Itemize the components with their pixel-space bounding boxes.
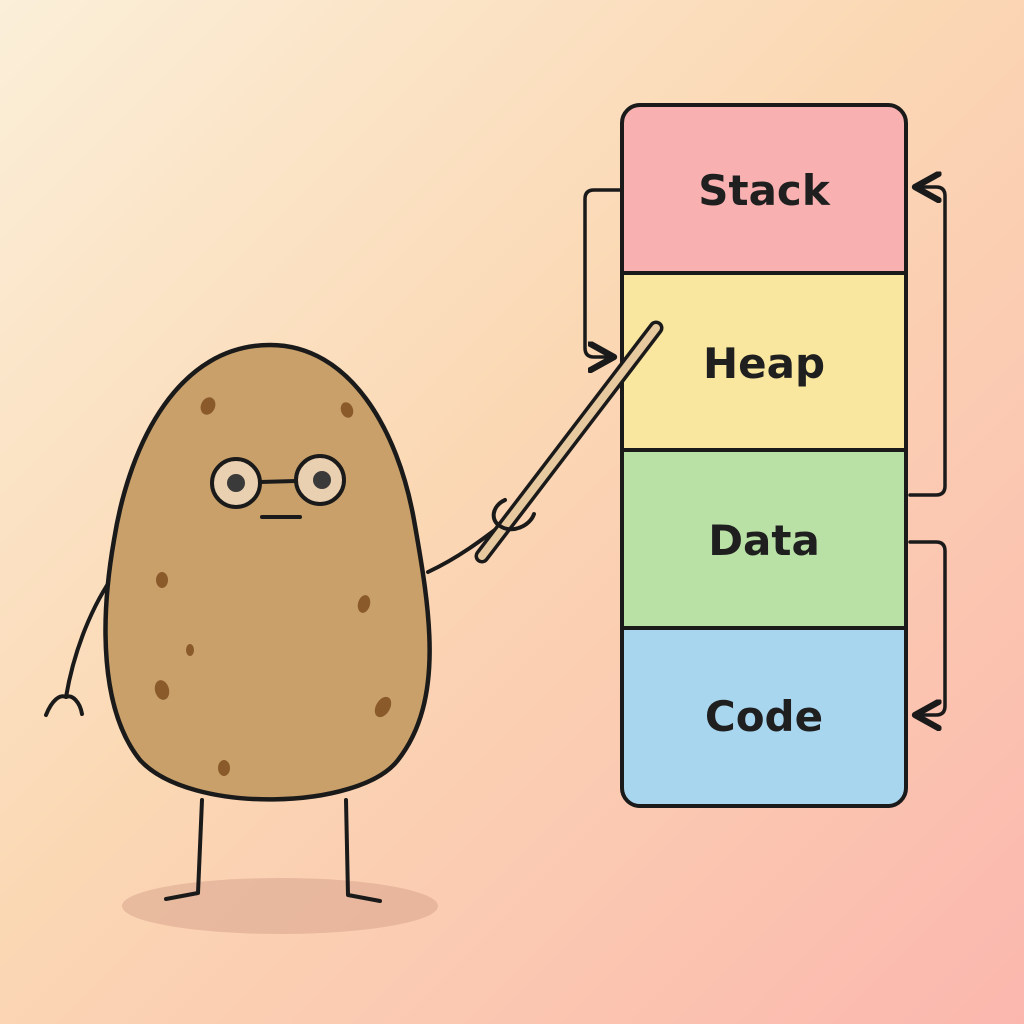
segment-label-heap: Heap <box>703 339 825 388</box>
segment-code <box>622 628 906 806</box>
segment-label-stack: Stack <box>698 166 831 215</box>
code-corner-fill <box>622 628 906 658</box>
segment-data <box>622 450 906 628</box>
left-eye <box>227 474 245 492</box>
right-eye <box>313 471 331 489</box>
left-leg <box>164 798 204 901</box>
segment-stack <box>622 105 906 273</box>
pointer-stick <box>478 324 660 560</box>
skin-spots <box>154 397 392 776</box>
segment-label-code: Code <box>705 692 823 741</box>
segment-label-data: Data <box>708 516 820 565</box>
arrow-data-to-code <box>908 540 947 715</box>
right-leg <box>344 798 382 903</box>
stack-corner-fill <box>622 240 906 273</box>
ground-shadow <box>122 878 438 934</box>
memory-layout-diagram: Stack Heap Data Code <box>583 103 947 808</box>
diagram-outline <box>620 103 908 808</box>
left-hand <box>44 694 84 717</box>
right-hand <box>491 498 536 532</box>
segment-heap <box>622 273 906 450</box>
potato-body <box>103 342 432 802</box>
arrow-stack-to-heap <box>583 188 622 357</box>
arrow-data-to-stack <box>908 187 947 497</box>
potato-character <box>44 320 664 903</box>
